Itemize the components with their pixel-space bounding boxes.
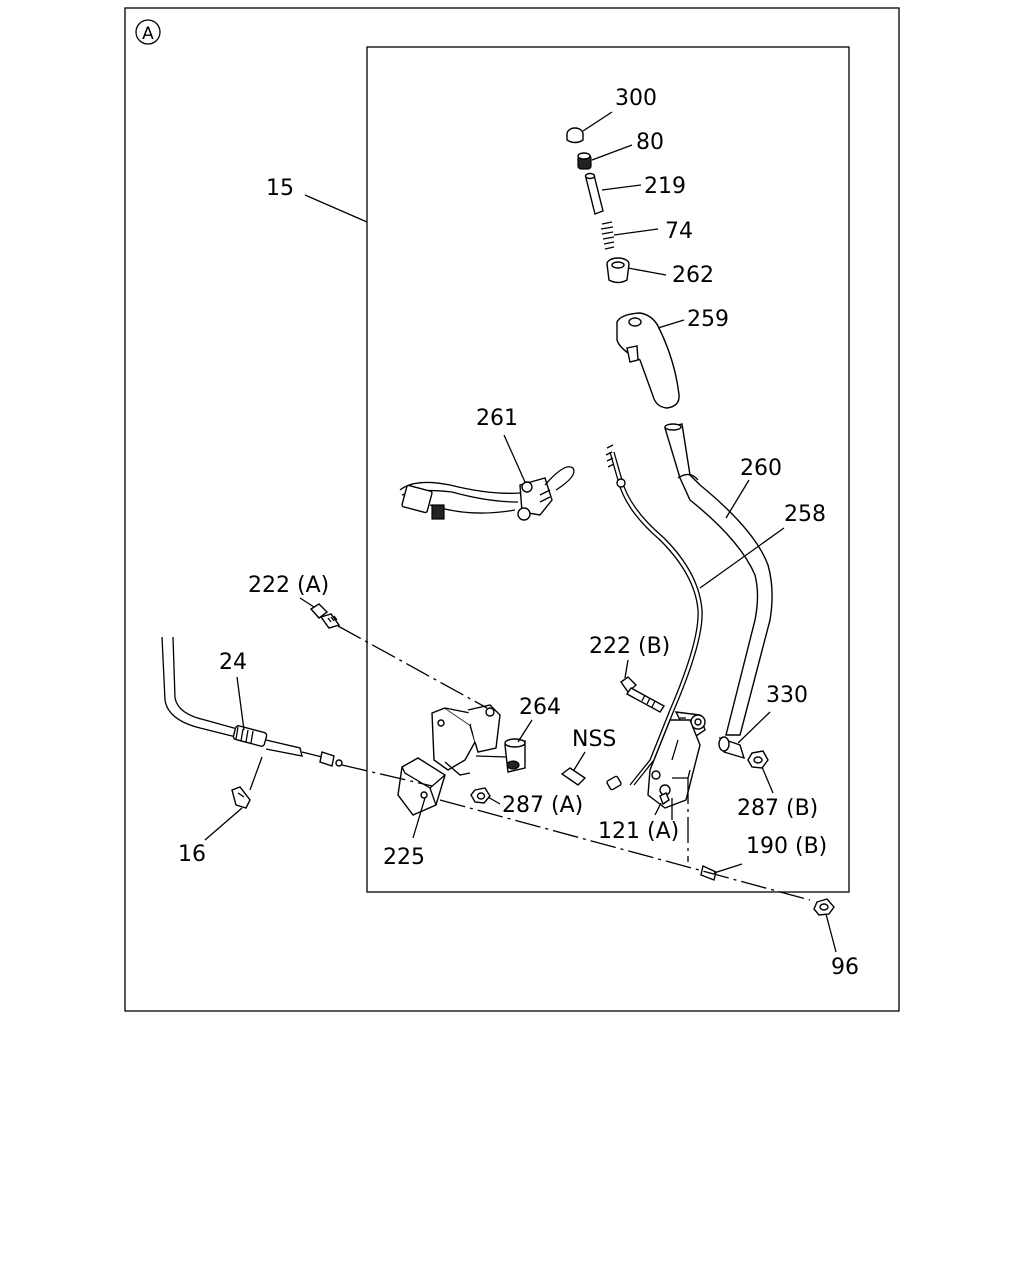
label-80: 80	[636, 130, 664, 155]
rod-end-joint	[606, 775, 622, 791]
pin-nss	[560, 767, 587, 786]
shift-knob-259	[616, 312, 680, 409]
clip-16	[231, 786, 251, 809]
label-258: 258	[784, 502, 826, 527]
collar-264	[504, 738, 526, 773]
nut-96	[813, 898, 835, 916]
label-287b: 287 (B)	[737, 796, 818, 821]
label-15: 15	[266, 176, 294, 201]
spring-74	[600, 221, 615, 250]
cable-24	[161, 636, 343, 767]
nut-287a	[470, 787, 491, 804]
leader-lines	[204, 111, 837, 953]
label-261: 261	[476, 406, 518, 431]
bolt-222b	[620, 676, 666, 713]
bolt-222a	[309, 603, 341, 629]
rod-219	[584, 172, 604, 215]
label-74: 74	[665, 219, 693, 244]
label-330: 330	[766, 683, 808, 708]
pawl-bracket	[647, 719, 701, 809]
section-marker: A	[135, 19, 161, 45]
label-300: 300	[615, 86, 657, 111]
centerline-190b	[439, 799, 811, 901]
assembly-frame	[366, 46, 850, 893]
label-96: 96	[831, 955, 859, 980]
switch-225	[397, 757, 446, 816]
centerline-264	[475, 755, 508, 758]
bushing-80	[577, 152, 592, 170]
label-262: 262	[672, 263, 714, 288]
label-287a: 287 (A)	[502, 793, 583, 818]
label-259: 259	[687, 307, 729, 332]
shift-lever-260	[664, 423, 773, 742]
mount-bracket-264-base	[431, 704, 501, 776]
nut-287b	[747, 750, 769, 769]
button-cap-300	[566, 127, 584, 144]
label-222a: 222 (A)	[248, 573, 329, 598]
collar-262	[606, 257, 630, 284]
label-225: 225	[383, 845, 425, 870]
label-222b: 222 (B)	[589, 634, 670, 659]
centerline-cable	[341, 764, 433, 787]
release-rod-258	[605, 444, 703, 791]
centerline-lever	[671, 769, 691, 820]
clip-121a	[659, 792, 670, 806]
sleeve-330	[718, 736, 746, 760]
section-marker-letter: A	[142, 24, 154, 44]
switch-harness-261	[399, 466, 575, 521]
label-24: 24	[219, 650, 247, 675]
label-16: 16	[178, 842, 206, 867]
outer-frame	[124, 7, 900, 1012]
label-219: 219	[644, 174, 686, 199]
label-190b: 190 (B)	[746, 834, 827, 859]
label-264: 264	[519, 695, 561, 720]
label-260: 260	[740, 456, 782, 481]
label-nss: NSS	[572, 727, 616, 752]
label-121a: 121 (A)	[598, 819, 679, 844]
centerline-222a	[337, 625, 488, 709]
